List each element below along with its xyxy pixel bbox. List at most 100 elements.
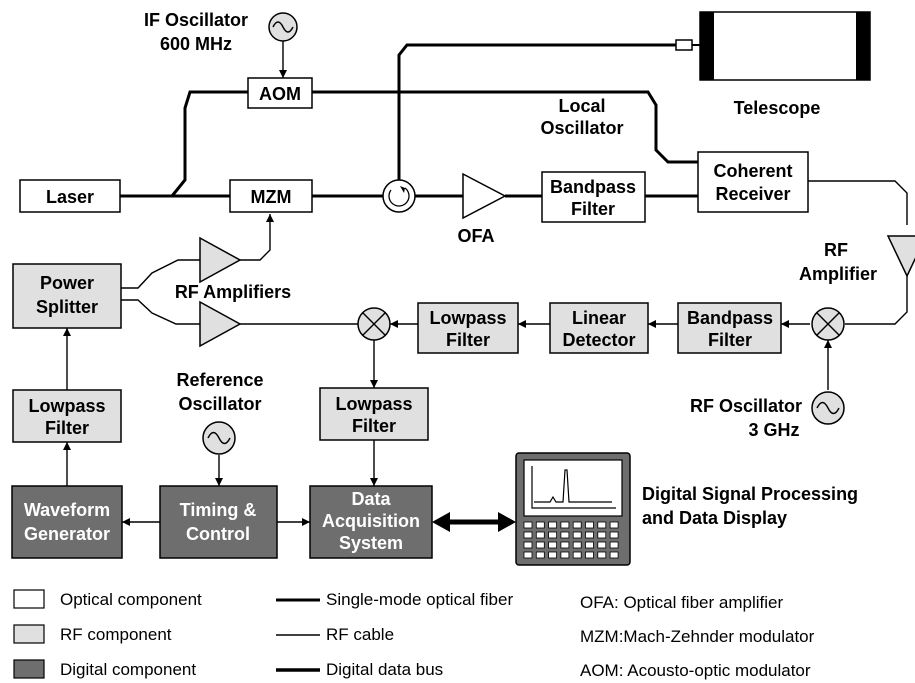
svg-text:Filter: Filter xyxy=(708,330,752,350)
legend-optical-swatch xyxy=(13,589,45,609)
keypad-key xyxy=(585,531,594,539)
keypad-key xyxy=(585,551,594,559)
rf-amplifier-bottom xyxy=(199,300,242,348)
keypad-key xyxy=(585,521,594,529)
svg-text:Linear: Linear xyxy=(572,308,626,328)
if-oscillator-icon xyxy=(268,12,298,42)
keypad-key xyxy=(523,541,533,549)
keypad-key xyxy=(585,541,594,549)
optical-bandpass-filter: Bandpass Filter xyxy=(541,171,646,223)
rf-amplifier-top xyxy=(199,236,242,284)
keypad-key xyxy=(597,551,607,559)
rf-osc-label-2: 3 GHz xyxy=(748,420,799,440)
legend-fiber-label: Single-mode optical fiber xyxy=(326,590,513,609)
mixer-right xyxy=(811,307,845,341)
legend-mzm-def: MZM:Mach-Zehnder modulator xyxy=(580,627,815,646)
svg-text:Filter: Filter xyxy=(571,199,615,219)
lowpass-filter-mid: Lowpass Filter xyxy=(417,302,519,354)
coherent-receiver: Coherent Receiver xyxy=(697,151,809,213)
keypad-key xyxy=(523,521,533,529)
legend-rf-swatch xyxy=(13,624,45,644)
legend-optical-label: Optical component xyxy=(60,590,202,609)
keypad-key xyxy=(548,551,557,559)
local-osc-label-1: Local xyxy=(558,96,605,116)
rf-oscillator-icon xyxy=(811,391,845,425)
keypad-key xyxy=(535,521,545,529)
keypad-key xyxy=(572,551,582,559)
keypad-key xyxy=(560,531,570,539)
keypad-key xyxy=(535,531,545,539)
keypad-key xyxy=(572,541,582,549)
keypad-key xyxy=(548,531,557,539)
rf-amp-label-2: Amplifier xyxy=(799,264,877,284)
mixer-center xyxy=(357,307,391,341)
keypad-key xyxy=(535,541,545,549)
keypad-key xyxy=(609,521,619,529)
lowpass-filter-center: Lowpass Filter xyxy=(319,387,429,441)
ref-osc-label-2: Oscillator xyxy=(178,394,261,414)
svg-text:Generator: Generator xyxy=(24,524,110,544)
mzm-block: MZM xyxy=(229,179,313,213)
if-osc-label: IF Oscillator xyxy=(144,10,248,30)
keypad-key xyxy=(548,521,557,529)
svg-text:Filter: Filter xyxy=(446,330,490,350)
keypad-key xyxy=(597,521,607,529)
keypad-key xyxy=(572,531,582,539)
legend-cable-label: RF cable xyxy=(326,625,394,644)
rf-osc-label-1: RF Oscillator xyxy=(690,396,802,416)
svg-text:OFA: OFA xyxy=(457,226,494,246)
legend-bus-label: Digital data bus xyxy=(326,660,443,679)
keypad-key xyxy=(560,521,570,529)
laser-block: Laser xyxy=(19,179,121,213)
dsp-label-2: and Data Display xyxy=(642,508,787,528)
keypad-key xyxy=(523,551,533,559)
rf-amplifier-right xyxy=(886,235,915,278)
data-acquisition-system: Data Acquisition System xyxy=(309,485,433,559)
svg-text:Coherent: Coherent xyxy=(713,161,792,181)
arrowheads xyxy=(63,70,832,526)
svg-text:Waveform: Waveform xyxy=(24,500,110,520)
keypad-key xyxy=(572,521,582,529)
svg-text:Acquisition: Acquisition xyxy=(322,511,420,531)
svg-text:Filter: Filter xyxy=(352,416,396,436)
optical-fiber-paths xyxy=(120,43,698,198)
linear-detector: Linear Detector xyxy=(549,302,649,354)
if-osc-freq: 600 MHz xyxy=(160,34,232,54)
digital-data-bus xyxy=(432,512,516,532)
svg-text:AOM: AOM xyxy=(259,84,301,104)
legend-digital-label: Digital component xyxy=(60,660,196,679)
circulator xyxy=(382,179,416,213)
keypad-key xyxy=(597,541,607,549)
legend-rf-label: RF component xyxy=(60,625,172,644)
timing-control: Timing & Control xyxy=(159,485,278,559)
local-osc-label-2: Oscillator xyxy=(540,118,623,138)
svg-text:Filter: Filter xyxy=(45,418,89,438)
keypad-key xyxy=(609,531,619,539)
rf-bandpass-filter: Bandpass Filter xyxy=(677,302,782,354)
svg-text:Receiver: Receiver xyxy=(715,184,790,204)
svg-text:Power: Power xyxy=(40,273,94,293)
keypad-key xyxy=(535,551,545,559)
dsp-label-1: Digital Signal Processing xyxy=(642,484,858,504)
rf-amp-label-1: RF xyxy=(824,240,848,260)
svg-text:Timing &: Timing & xyxy=(180,500,257,520)
keypad-key xyxy=(609,541,619,549)
lowpass-filter-left: Lowpass Filter xyxy=(12,389,122,443)
svg-text:Bandpass: Bandpass xyxy=(687,308,773,328)
keypad-key xyxy=(548,541,557,549)
svg-text:MZM: MZM xyxy=(251,187,292,207)
ref-osc-label-1: Reference xyxy=(176,370,263,390)
power-splitter: Power Splitter xyxy=(12,263,122,329)
dsp-terminal-icon xyxy=(515,452,631,566)
legend-aom-def: AOM: Acousto-optic modulator xyxy=(580,661,811,680)
svg-text:Bandpass: Bandpass xyxy=(550,177,636,197)
reference-oscillator-icon xyxy=(202,421,236,455)
rf-amplifiers-label: RF Amplifiers xyxy=(175,282,291,302)
keypad-key xyxy=(597,531,607,539)
telescope-connector xyxy=(675,39,693,51)
keypad-key xyxy=(560,551,570,559)
keypad-key xyxy=(523,531,533,539)
svg-text:System: System xyxy=(339,533,403,553)
legend: Optical component RF component Digital c… xyxy=(13,589,815,680)
